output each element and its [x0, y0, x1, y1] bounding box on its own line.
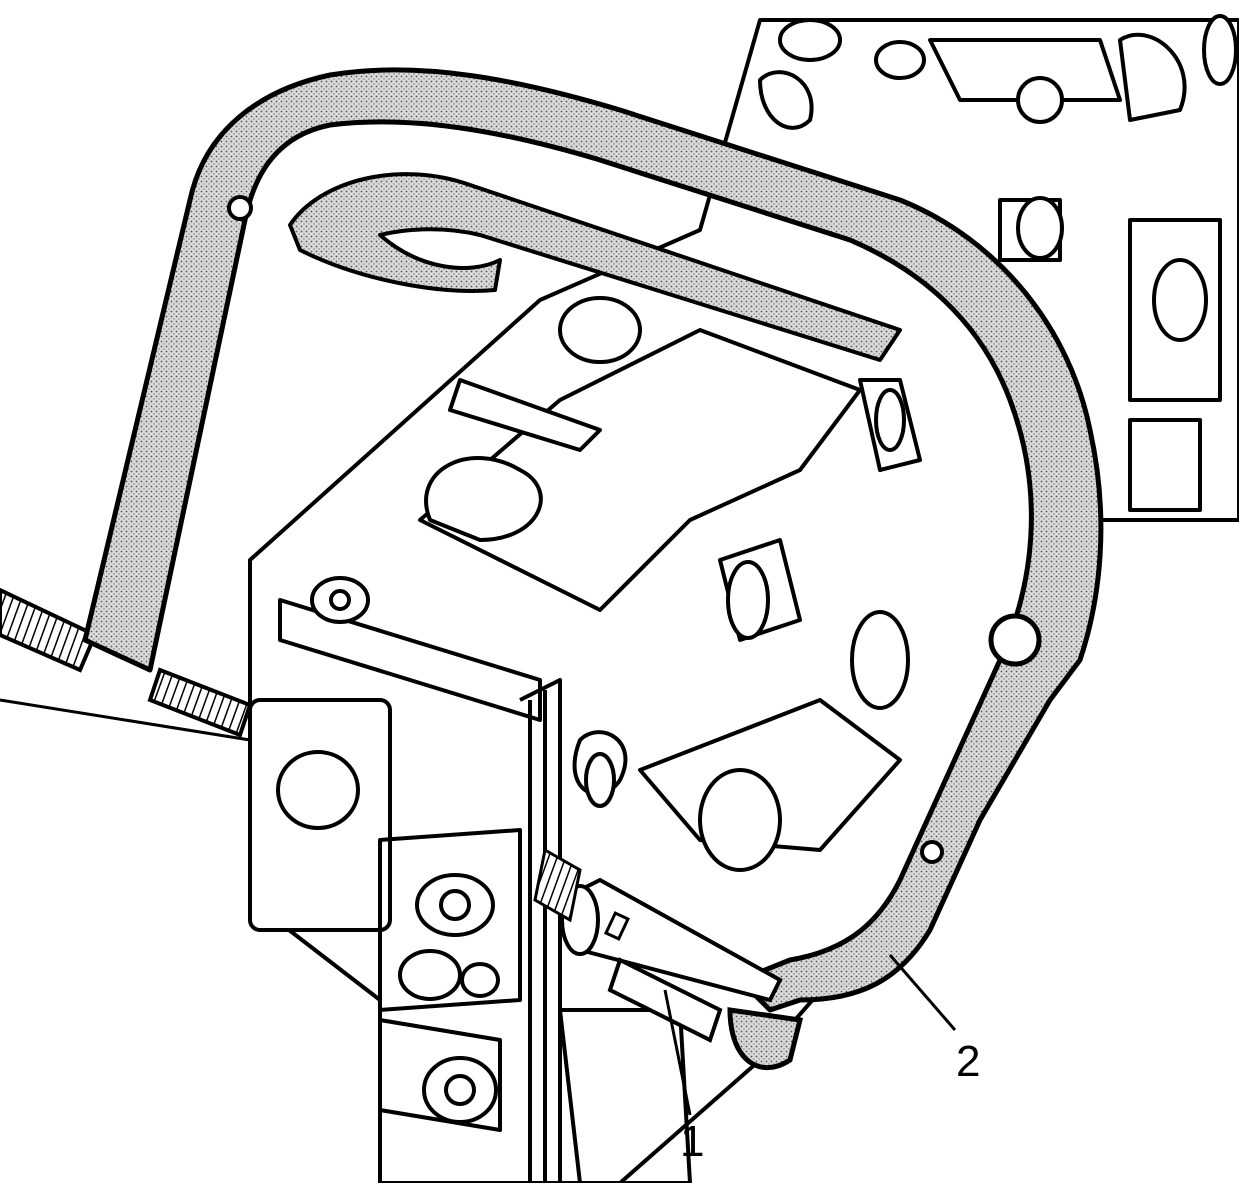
threaded-rod: [0, 587, 253, 742]
valve-spring-adapter: [533, 847, 783, 1043]
callout-label-1: 1: [680, 1117, 705, 1166]
leader-lines: [663, 954, 957, 1116]
valve-spring-compressor-frame: [82, 67, 1104, 1071]
leader-line-2: [888, 954, 957, 1031]
leader-line-1: [663, 989, 692, 1116]
callout-label-2: 2: [956, 1037, 981, 1086]
compressor-upper-jaw: [288, 172, 902, 362]
